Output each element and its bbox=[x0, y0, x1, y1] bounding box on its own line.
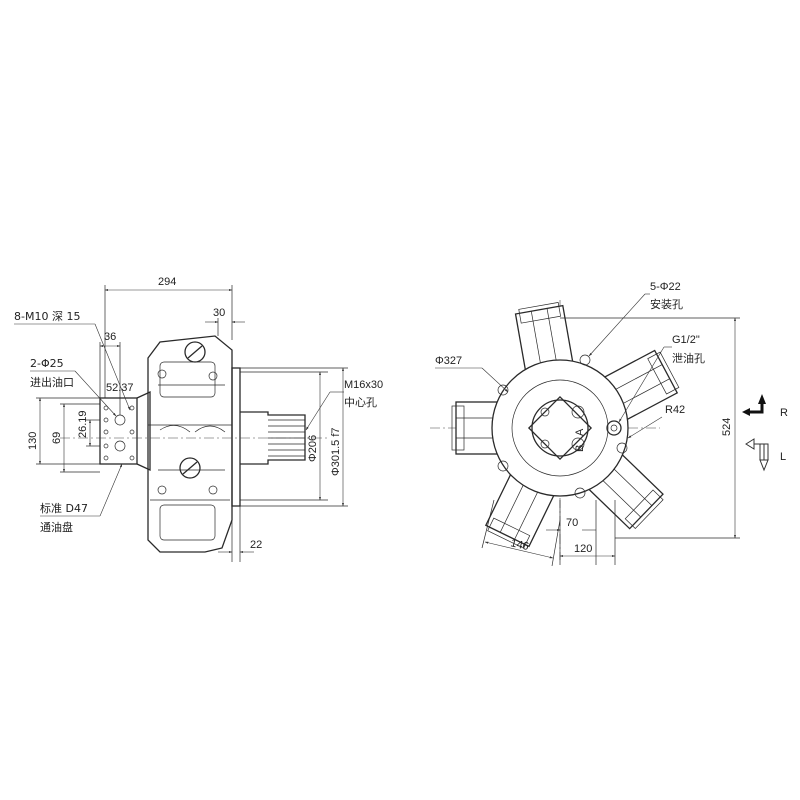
oil-port-bottom bbox=[114, 440, 126, 452]
dim-m16-label: M16x30 bbox=[344, 379, 383, 391]
dim-d47-label: 标准 D47 bbox=[40, 501, 88, 515]
dim-30-label: 30 bbox=[213, 307, 225, 319]
label-center-hole: 中心孔 bbox=[344, 396, 377, 409]
dim-r42-label: R42 bbox=[665, 404, 685, 416]
rotation-arrow-l-icon bbox=[745, 438, 769, 472]
cylinder-bottom bbox=[159, 504, 216, 541]
output-shaft bbox=[240, 411, 306, 465]
oil-distribution-plate bbox=[99, 397, 138, 465]
port-b-label: B bbox=[574, 445, 586, 452]
front-view: A B 5-Φ22 安装孔 G1/2" 泄油孔 Φ327 R42 524 70 bbox=[430, 281, 788, 567]
dim-2phi25-label: 2-Φ25 bbox=[30, 357, 64, 370]
dim-146-label: 146 bbox=[509, 537, 530, 553]
rotation-arrow-r-icon bbox=[742, 394, 766, 416]
mount-hole-4 bbox=[574, 487, 586, 499]
dim-5phi22-label: 5-Φ22 bbox=[650, 281, 681, 293]
port-plate bbox=[527, 395, 593, 461]
dim-g12-label: G1/2" bbox=[672, 334, 700, 346]
bolt-head-bottom bbox=[179, 457, 201, 479]
label-l: L bbox=[780, 451, 786, 463]
drain-port bbox=[606, 420, 622, 436]
dim-69-label: 69 bbox=[51, 432, 63, 444]
dim-8m10-label: 8-M10 深 15 bbox=[14, 310, 80, 323]
dim-294-label: 294 bbox=[158, 276, 176, 288]
dim-2619-label: 26.19 bbox=[77, 410, 89, 438]
cylinder-top bbox=[159, 361, 216, 398]
dim-70-label: 70 bbox=[566, 517, 578, 529]
label-mount: 安装孔 bbox=[650, 297, 683, 311]
side-view: 294 30 8-M10 深 15 36 2-Φ25 进出油口 52.37 26… bbox=[14, 276, 383, 562]
dim-phi3015-label: Φ301.5 f7 bbox=[330, 427, 342, 476]
mount-hole-5 bbox=[497, 460, 509, 472]
dim-phi206-label: Φ206 bbox=[307, 435, 319, 462]
oil-port-top bbox=[114, 414, 126, 426]
dim-phi327-label: Φ327 bbox=[435, 355, 462, 367]
dim-524-label: 524 bbox=[721, 418, 733, 436]
dim-22-label: 22 bbox=[250, 539, 262, 551]
mounting-flange bbox=[231, 367, 241, 507]
label-plate: 通油盘 bbox=[40, 520, 73, 534]
label-r: R bbox=[780, 407, 788, 419]
mount-hole-2 bbox=[579, 354, 591, 366]
dim-36-label: 36 bbox=[104, 331, 116, 343]
label-drain: 泄油孔 bbox=[672, 351, 705, 365]
hub-circle bbox=[531, 399, 589, 457]
dim-5237-label: 52.37 bbox=[106, 382, 134, 394]
bolt-head-top bbox=[184, 341, 206, 363]
port-a-label: A bbox=[574, 428, 586, 436]
label-inlet: 进出油口 bbox=[30, 375, 74, 389]
mount-hole-3 bbox=[616, 442, 628, 454]
motor-housing-outline bbox=[147, 335, 233, 553]
dim-120-label: 120 bbox=[574, 543, 592, 555]
dim-130-label: 130 bbox=[27, 432, 39, 450]
